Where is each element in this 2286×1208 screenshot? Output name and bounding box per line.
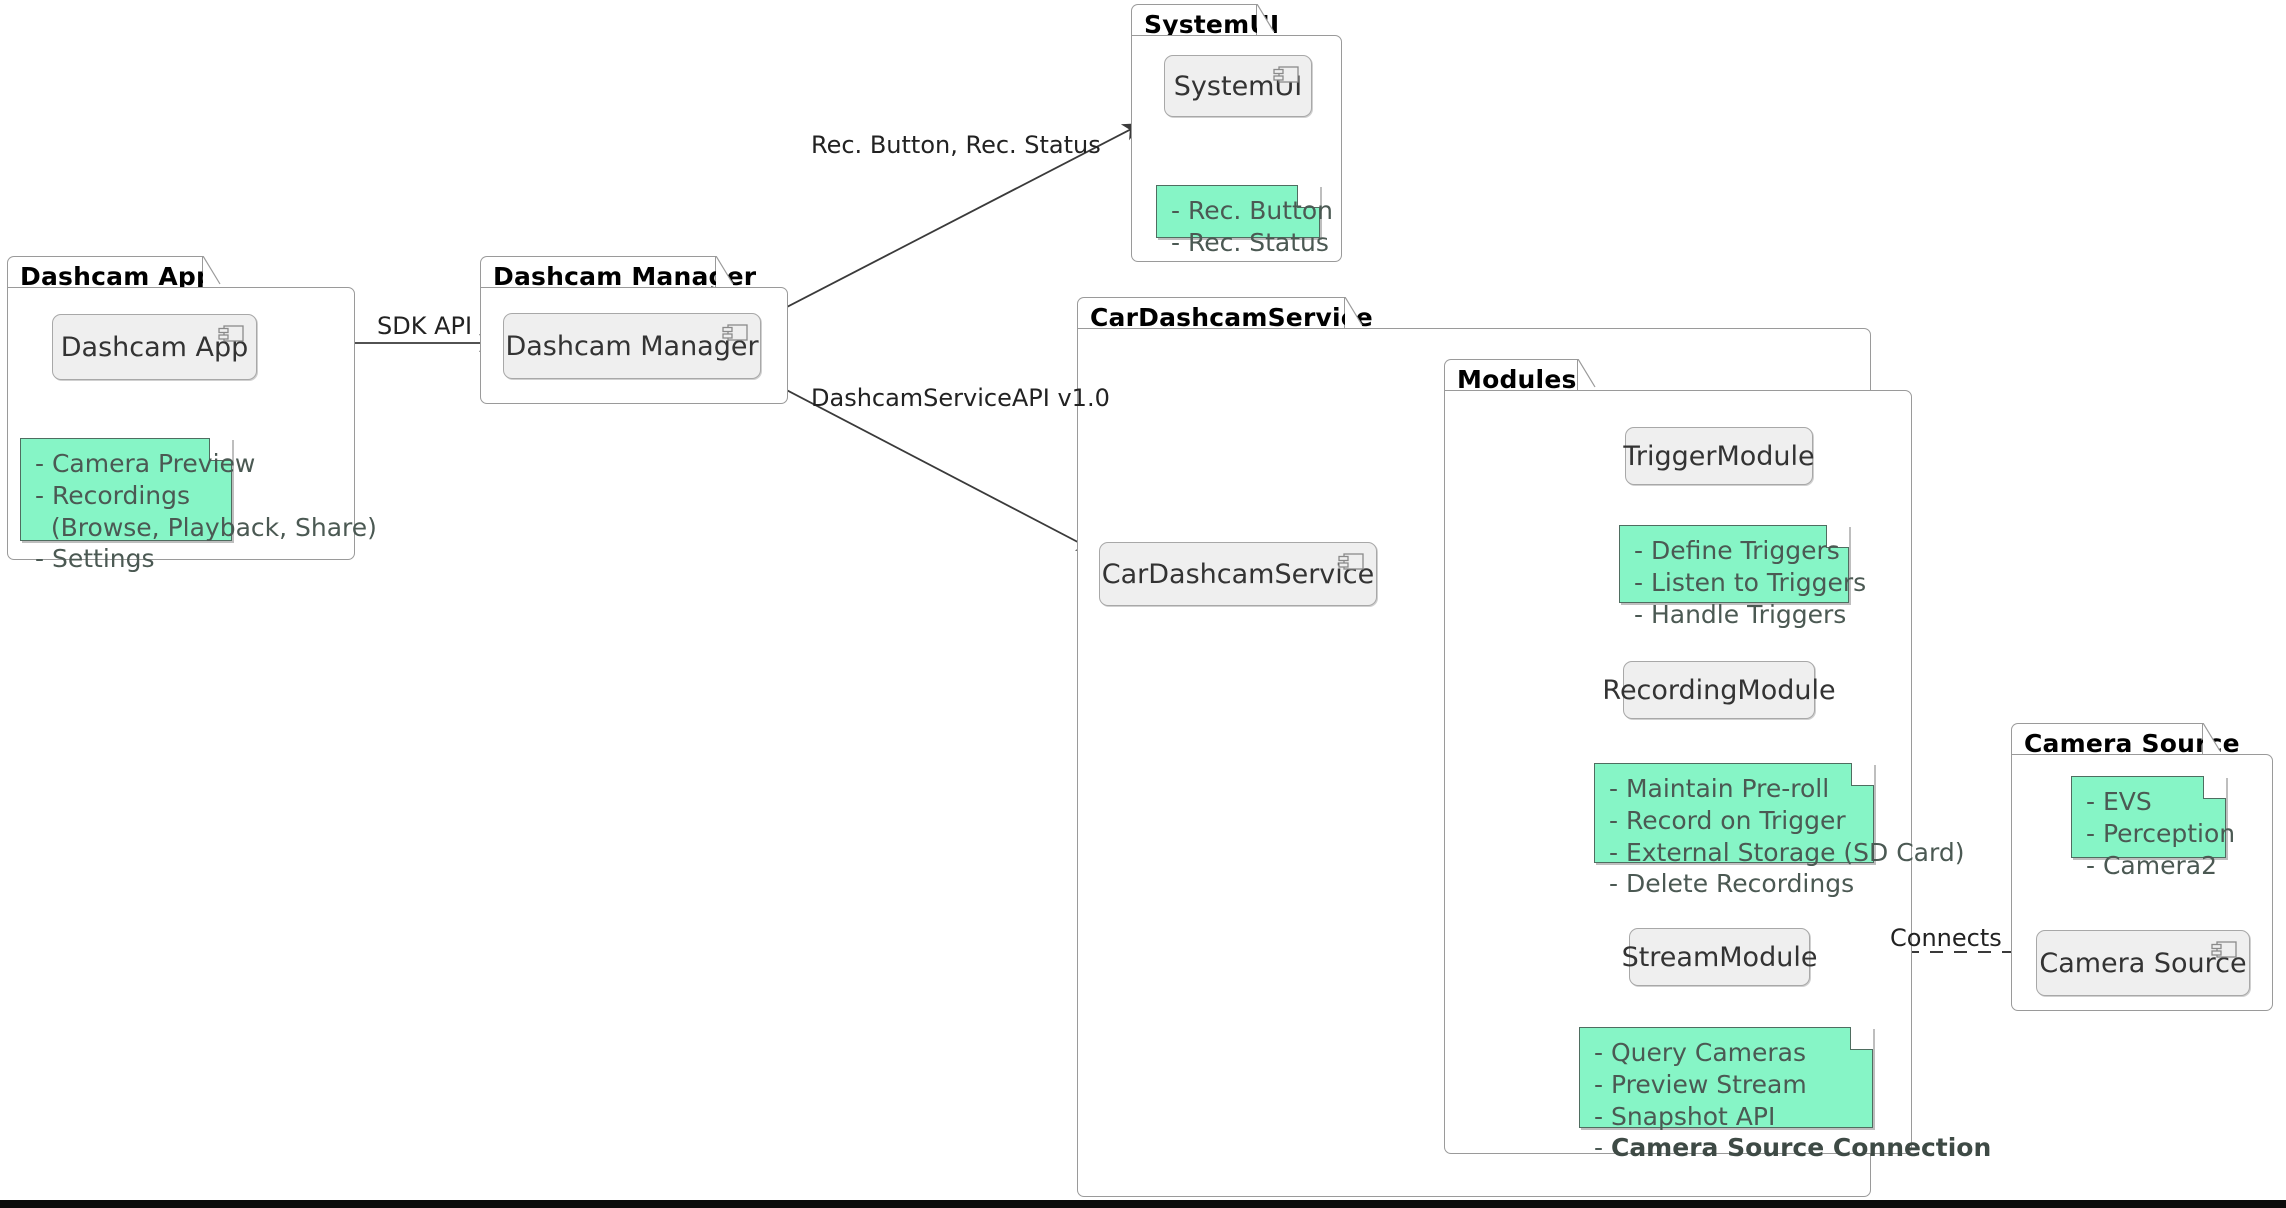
package-car-dashcam-service: CarDashcamService CarDashcamService Modu…	[1077, 297, 1991, 1197]
component-label-dashcam-app: Dashcam App	[60, 331, 249, 363]
component-recording-module[interactable]: RecordingModule	[1602, 661, 1836, 719]
component-stream-module[interactable]: StreamModule	[1622, 928, 1817, 986]
note-text-dashcam-app: - Camera Preview- Recordings (Browse, Pl…	[35, 449, 377, 574]
note-dashcam-app: - Camera Preview- Recordings (Browse, Pl…	[20, 438, 377, 573]
package-tab-dashcam-manager: Dashcam Manager	[480, 256, 756, 291]
component-car-dashcam-service[interactable]: CarDashcamService	[1099, 542, 1377, 606]
note-fold-icon	[209, 438, 232, 461]
note-text-trigger-module: - Define Triggers- Listen to Triggers- H…	[1634, 536, 1867, 629]
component-system-ui[interactable]: SystemUI	[1164, 55, 1312, 117]
package-tab-system-ui: SystemUI	[1131, 4, 1279, 39]
note-fold-icon	[1850, 1027, 1873, 1050]
package-title-modules: Modules	[1457, 365, 1577, 394]
package-tab-dashcam-app: Dashcam App	[7, 256, 214, 291]
package-tab-car-dashcam-service: CarDashcamService	[1077, 297, 1373, 332]
edge-label-rec-button-status: Rec. Button, Rec. Status	[811, 131, 1101, 159]
note-stream-module: - Query Cameras- Preview Stream- Snapsho…	[1579, 1027, 1991, 1162]
package-dashcam-app: Dashcam App Dashcam App - Camera Preview…	[7, 256, 377, 573]
uml-component-icon	[1338, 553, 1364, 570]
package-title-system-ui: SystemUI	[1144, 10, 1280, 39]
package-tab-camera-source: Camera Source	[2011, 723, 2240, 758]
note-fold-icon	[1297, 185, 1320, 208]
note-text-camera-source: - EVS- Perception- Camera2	[2086, 787, 2236, 880]
package-title-car-dashcam-service: CarDashcamService	[1090, 303, 1373, 332]
component-label-dashcam-manager: Dashcam Manager	[505, 330, 759, 362]
package-modules: Modules TriggerModule - Define Triggers-…	[1444, 359, 1991, 1162]
package-tab-modules: Modules	[1444, 359, 1578, 394]
component-label-recording-module: RecordingModule	[1602, 674, 1836, 706]
package-tab-slant	[203, 256, 221, 288]
component-trigger-module[interactable]: TriggerModule	[1623, 427, 1815, 485]
component-label-stream-module: StreamModule	[1621, 941, 1818, 973]
component-label-car-dashcam-service: CarDashcamService	[1101, 558, 1375, 590]
package-tab-slant	[1257, 4, 1275, 36]
edge-label-connects: Connects	[1890, 924, 2002, 952]
uml-component-icon	[218, 325, 244, 342]
note-fold-icon	[1826, 525, 1849, 548]
note-text-recording-module: - Maintain Pre-roll- Record on Trigger- …	[1609, 774, 1965, 899]
edge-dashcammanager-to-systemui	[751, 123, 1143, 326]
note-text-system-ui: - Rec. Button- Rec. Status	[1171, 196, 1333, 257]
note-system-ui: - Rec. Button- Rec. Status	[1156, 185, 1333, 257]
note-trigger-module: - Define Triggers- Listen to Triggers- H…	[1619, 525, 1866, 629]
package-title-dashcam-app: Dashcam App	[20, 262, 215, 291]
note-fold-icon	[1851, 763, 1874, 786]
window-bottom-edge	[0, 1200, 2286, 1208]
component-dashcam-app[interactable]: Dashcam App	[52, 314, 257, 380]
uml-component-icon	[722, 324, 748, 341]
note-fold-icon	[2203, 776, 2226, 799]
uml-component-icon	[2211, 941, 2237, 958]
package-dashcam-manager: Dashcam Manager Dashcam Manager	[480, 256, 788, 404]
package-tab-slant	[2203, 723, 2221, 755]
edge-label-dashcam-service-api: DashcamServiceAPI v1.0	[811, 384, 1110, 412]
note-recording-module: - Maintain Pre-roll- Record on Trigger- …	[1594, 763, 1964, 898]
note-camera-source: - EVS- Perception- Camera2	[2071, 776, 2235, 880]
package-tab-slant	[1578, 359, 1596, 391]
edge-dashcammanager-to-cardashcamservice	[751, 371, 1097, 552]
package-title-dashcam-manager: Dashcam Manager	[493, 262, 757, 291]
edge-label-sdk-api: SDK API	[377, 312, 473, 340]
package-system-ui: SystemUI SystemUI - Rec. Button- Rec. St…	[1131, 4, 1342, 262]
package-tab-slant	[1345, 297, 1363, 329]
component-label-trigger-module: TriggerModule	[1623, 440, 1815, 472]
component-dashcam-manager[interactable]: Dashcam Manager	[503, 313, 761, 379]
component-camera-source[interactable]: Camera Source	[2036, 930, 2250, 996]
package-tab-slant	[716, 256, 734, 288]
package-camera-source: Camera Source - EVS- Perception- Camera2…	[2011, 723, 2273, 1011]
note-text-stream-module: - Query Cameras- Preview Stream- Snapsho…	[1594, 1038, 1992, 1163]
uml-component-icon	[1273, 66, 1299, 83]
